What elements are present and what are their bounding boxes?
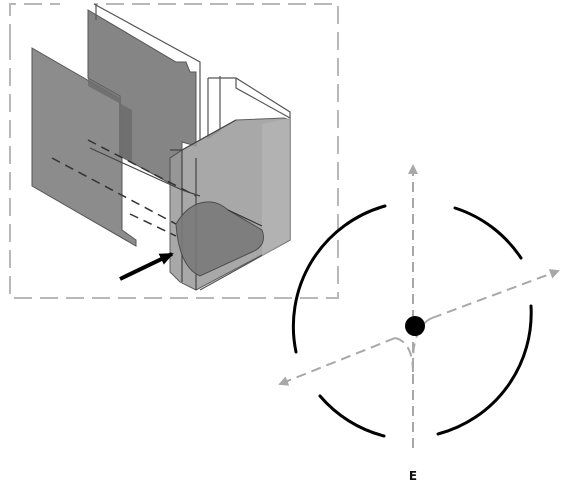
channel-top-edge bbox=[89, 147, 201, 197]
dashed-frame bbox=[9, 3, 339, 299]
isometric-view bbox=[9, 3, 339, 299]
transparent-box-outline bbox=[93, 3, 291, 291]
wall-arcs bbox=[291, 204, 533, 438]
guide-lines bbox=[278, 164, 560, 448]
wall-arc-upper-right bbox=[453, 206, 523, 260]
label-e: E bbox=[409, 469, 417, 483]
wall-arc-upper-left bbox=[291, 204, 387, 354]
diagonal-path-up bbox=[431, 269, 560, 319]
wall-arc-lower-left bbox=[318, 394, 386, 438]
insertion-arrow bbox=[119, 252, 174, 281]
plan-view: E bbox=[278, 164, 560, 483]
hidden-edges bbox=[51, 139, 197, 237]
panel-overlap bbox=[88, 78, 132, 163]
front-box-right-wall bbox=[262, 118, 290, 256]
center-marker bbox=[405, 316, 425, 336]
dashed-frame-top-left bbox=[9, 3, 60, 42]
slot-line bbox=[227, 209, 263, 227]
curved-path-left bbox=[394, 337, 414, 373]
wall-arc-lower-right bbox=[436, 304, 533, 436]
inner-groove bbox=[175, 201, 265, 277]
diagonal-path-down bbox=[278, 337, 396, 386]
